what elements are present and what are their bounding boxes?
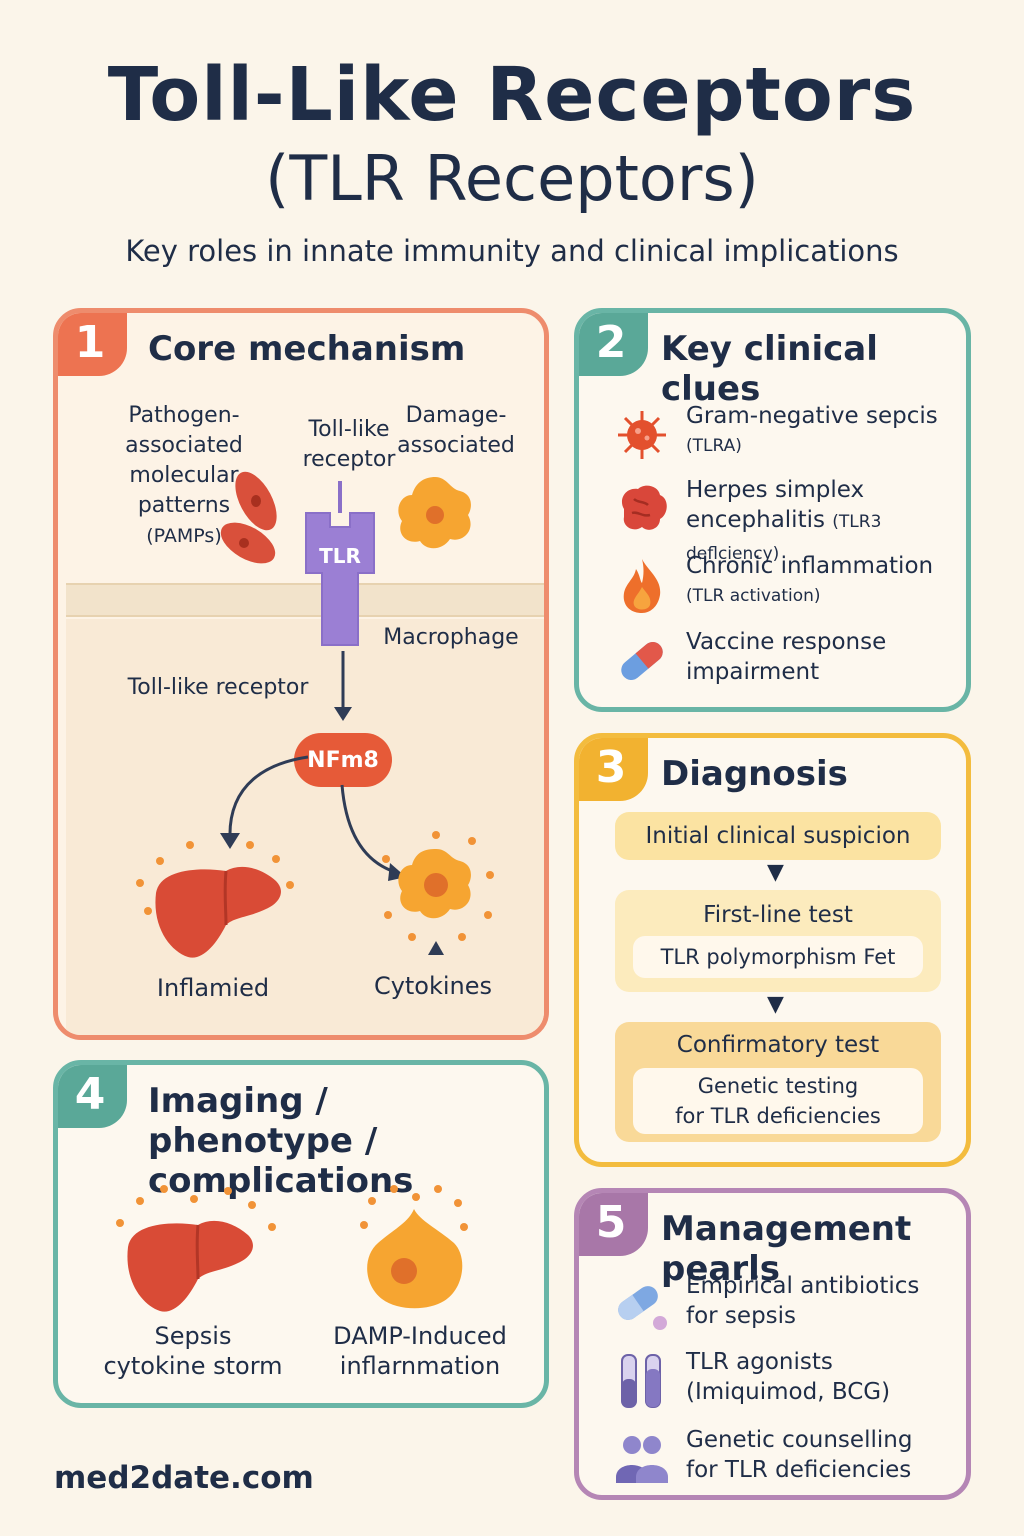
pamps-label: Pathogen- associated molecular patterns …	[125, 403, 243, 547]
page-title: Toll-Like Receptors	[107, 52, 917, 138]
inflamed-label: Inflamied	[156, 974, 270, 1002]
damp-cell-icon	[360, 1185, 468, 1309]
confirmatory-detail: Genetic testing for TLR deficiencies	[633, 1068, 923, 1134]
receptor-label: Toll-like receptor	[302, 417, 396, 472]
pill-icon	[618, 1286, 667, 1330]
cell-membrane	[66, 583, 544, 617]
card-heading: Imaging / phenotype / complications	[148, 1081, 414, 1201]
bacteria-icon	[220, 471, 277, 564]
people-icon	[616, 1436, 668, 1483]
cell-interior	[66, 619, 544, 1035]
first-line-test-step: First-line test TLR polymorphism Fet	[615, 890, 941, 992]
card-number-badge: 2	[579, 313, 648, 376]
cytokines-label: Cytokines	[373, 972, 493, 1000]
macrophage-label: Macrophage	[383, 625, 519, 650]
page-title-line2: (TLR Receptors)	[265, 142, 759, 215]
initial-suspicion-step: Initial clinical suspicion	[615, 812, 941, 860]
capsule-icon	[621, 642, 663, 680]
sepsis-label: Sepsis cytokine storm	[103, 1322, 283, 1380]
clue-item: Chronic inflammation (TLR activation)	[614, 551, 964, 621]
clinical-clues-card: 2 Key clinical clues Gram-negative sepci…	[574, 308, 971, 712]
clue-item: Gram-negative sepcis (TLRA)	[614, 401, 964, 471]
management-item: TLR agonists (Imiquimod, BCG)	[614, 1347, 964, 1417]
down-arrow-icon	[334, 651, 352, 721]
down-arrow-icon: ▼	[767, 860, 784, 885]
card-number-badge: 3	[579, 738, 648, 801]
first-line-title: First-line test	[703, 902, 853, 928]
sepsis-liver-icon	[116, 1185, 276, 1312]
flame-icon	[623, 559, 661, 613]
card-heading: Diagnosis	[661, 754, 848, 794]
page-subtitle: Key roles in innate immunity and clinica…	[125, 234, 899, 268]
site-footer: med2date.com	[54, 1460, 314, 1496]
diagnosis-card: 3 Diagnosis Initial clinical suspicion ▼…	[574, 733, 971, 1167]
management-item: Genetic counselling for TLR deficiencies	[614, 1425, 964, 1495]
clue-item: Herpes simplex encephalitis (TLR3 deflci…	[614, 475, 964, 564]
damps-label: Damage- associated	[397, 403, 515, 458]
core-mechanism-card: 1 Core mechanism Pathogen- associated mo…	[53, 308, 549, 1040]
left-curve-arrow-icon	[220, 755, 309, 849]
confirmatory-test-step: Confirmatory test Genetic testing for TL…	[615, 1022, 941, 1142]
down-arrow-icon: ▼	[767, 992, 784, 1017]
card-number-badge: 4	[58, 1065, 127, 1128]
card-heading: Key clinical clues	[661, 329, 878, 409]
management-item: Empirical antibiotics for sepsis	[614, 1271, 964, 1341]
tlr-receptor-icon: TLR	[305, 481, 375, 646]
toll-like-receptor-label: Toll-like receptor	[127, 675, 309, 700]
cytokine-cell-icon	[382, 831, 494, 955]
damp-label: DAMP-Induced inflarnmation	[333, 1322, 507, 1380]
card-heading: Management pearls	[661, 1209, 912, 1289]
card-heading: Core mechanism	[148, 329, 466, 369]
inflamed-liver-icon	[136, 841, 294, 958]
clue-item: Vaccine response impairment	[614, 627, 964, 697]
first-line-detail: TLR polymorphism Fet	[633, 936, 923, 978]
card-number-badge: 1	[58, 313, 127, 376]
confirmatory-title: Confirmatory test	[676, 1032, 880, 1058]
test-tubes-icon	[621, 1354, 661, 1408]
damaged-cell-icon	[398, 477, 471, 549]
nf-kb-node: NFm8	[294, 733, 392, 787]
bacterium-icon	[618, 411, 666, 459]
tlr-text: TLR	[319, 544, 361, 568]
imaging-card: 4 Imaging / phenotype / complications Se…	[53, 1060, 549, 1408]
card-number-badge: 5	[579, 1193, 648, 1256]
brain-icon	[621, 485, 667, 530]
management-card: 5 Management pearls Empirical antibiotic…	[574, 1188, 971, 1500]
